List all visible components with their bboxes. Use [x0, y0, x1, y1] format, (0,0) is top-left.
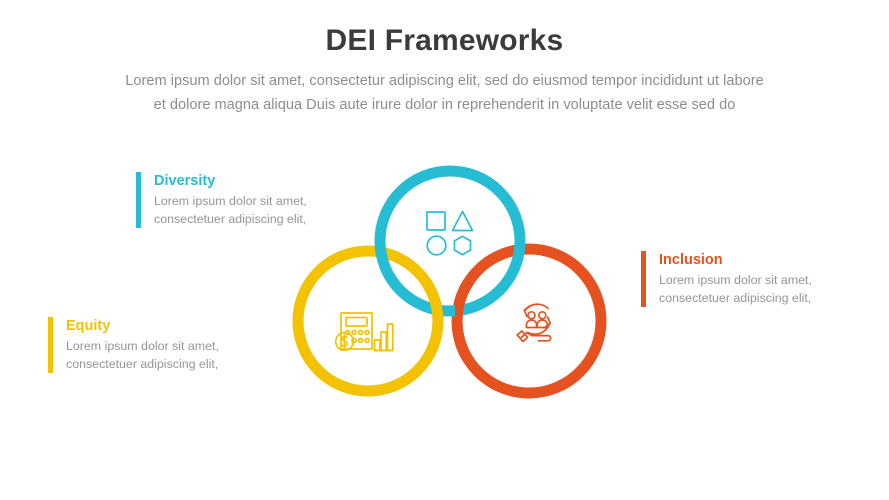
accent-bar-diversity: [136, 172, 141, 228]
ring-equity: [292, 245, 444, 397]
info-text-inclusion: Inclusion Lorem ipsum dolor sit amet, co…: [646, 251, 812, 307]
page-subtitle: Lorem ipsum dolor sit amet, consectetur …: [40, 70, 850, 117]
ring-equity-overlap-arc: [417, 280, 444, 360]
info-desc-inclusion: Lorem ipsum dolor sit amet, consectetuer…: [659, 272, 812, 308]
info-title-inclusion: Inclusion: [659, 252, 723, 268]
ring-inclusion-overlap-arc: [455, 280, 477, 360]
info-block-equity[interactable]: Equity Lorem ipsum dolor sit amet, conse…: [48, 317, 219, 373]
info-block-inclusion[interactable]: Inclusion Lorem ipsum dolor sit amet, co…: [641, 251, 812, 307]
info-text-diversity: Diversity Lorem ipsum dolor sit amet, co…: [141, 172, 307, 228]
ring-diversity: [374, 165, 526, 317]
info-desc-equity-line-1: Lorem ipsum dolor sit amet,: [66, 339, 219, 354]
people-hand-cycle-icon: [516, 303, 552, 343]
info-desc-diversity-line-2: consectetuer adipiscing elit,: [154, 212, 307, 227]
info-desc-equity: Lorem ipsum dolor sit amet, consectetuer…: [66, 338, 219, 374]
subtitle-line-2: et dolore magna aliqua Duis aute irure d…: [153, 96, 736, 113]
info-desc-diversity-line-1: Lorem ipsum dolor sit amet,: [154, 194, 307, 209]
info-desc-diversity: Lorem ipsum dolor sit amet, consectetuer…: [154, 193, 307, 229]
ring-inclusion: [451, 243, 607, 399]
subtitle-line-1: Lorem ipsum dolor sit amet, consectetur …: [125, 73, 764, 89]
shapes-icon: [426, 210, 474, 256]
calculator-chart-dollar-icon: [334, 312, 394, 352]
info-title-diversity: Diversity: [154, 173, 216, 189]
info-title-equity: Equity: [66, 318, 111, 334]
info-desc-equity-line-2: consectetuer adipiscing elit,: [66, 357, 219, 372]
info-desc-inclusion-line-1: Lorem ipsum dolor sit amet,: [659, 273, 812, 288]
info-desc-inclusion-line-2: consectetuer adipiscing elit,: [659, 291, 812, 306]
accent-bar-equity: [48, 317, 53, 373]
header: DEI Frameworks Lorem ipsum dolor sit ame…: [0, 24, 889, 117]
info-text-equity: Equity Lorem ipsum dolor sit amet, conse…: [53, 317, 219, 373]
info-block-diversity[interactable]: Diversity Lorem ipsum dolor sit amet, co…: [136, 172, 307, 228]
page-title: DEI Frameworks: [325, 24, 564, 57]
accent-bar-inclusion: [641, 251, 646, 307]
